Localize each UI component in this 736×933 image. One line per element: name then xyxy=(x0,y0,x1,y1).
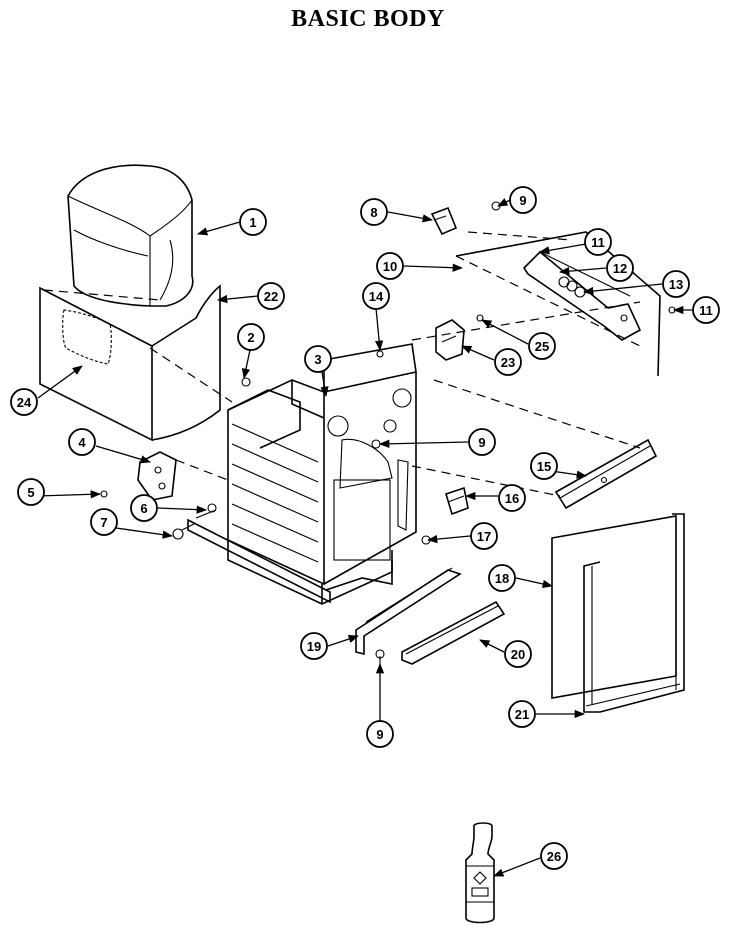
callout-label: 16 xyxy=(505,491,519,506)
callout-11: 11 xyxy=(584,228,612,256)
touch-up-paint-can xyxy=(465,822,495,924)
callout-label: 17 xyxy=(477,529,491,544)
callout-7: 7 xyxy=(90,508,118,536)
bracket-part xyxy=(137,451,229,501)
callout-label: 11 xyxy=(699,303,713,318)
callout-16: 16 xyxy=(498,484,526,512)
callout-5: 5 xyxy=(17,478,45,506)
callout-label: 25 xyxy=(535,339,549,354)
callout-label: 10 xyxy=(383,259,397,274)
callout-19: 19 xyxy=(300,632,328,660)
liner-bag-part xyxy=(67,164,194,307)
bottom-rail-part xyxy=(172,503,331,604)
callout-label: 21 xyxy=(515,707,529,722)
callout-label: 19 xyxy=(307,639,321,654)
callout-label: 7 xyxy=(100,515,107,530)
door-part xyxy=(551,513,685,713)
callout-label: 8 xyxy=(370,205,377,220)
callout-21: 21 xyxy=(508,700,536,728)
callout-1: 1 xyxy=(239,208,267,236)
main-body-part xyxy=(227,343,417,605)
callout-label: 9 xyxy=(478,435,485,450)
callout-label: 26 xyxy=(547,849,561,864)
insulation-panel-part xyxy=(39,284,233,442)
top-trim-part xyxy=(411,379,658,510)
callout-label: 24 xyxy=(17,395,32,410)
callout-label: 18 xyxy=(495,571,509,586)
callout-label: 22 xyxy=(264,289,278,304)
callout-10: 10 xyxy=(376,252,404,280)
callout-26: 26 xyxy=(540,842,568,870)
callout-13: 13 xyxy=(662,270,690,298)
callout-label: 1 xyxy=(249,215,256,230)
callout-label: 9 xyxy=(519,193,526,208)
callout-3: 3 xyxy=(304,345,332,373)
callout-2: 2 xyxy=(237,323,265,351)
callout-label: 14 xyxy=(369,289,384,304)
callout-9: 9 xyxy=(366,720,394,748)
callout-label: 4 xyxy=(78,435,86,450)
side-clip-part xyxy=(445,486,469,516)
callout-4: 4 xyxy=(68,428,96,456)
callout-25: 25 xyxy=(528,332,556,360)
callout-9: 9 xyxy=(509,186,537,214)
diagram-title: BASIC BODY xyxy=(291,6,445,32)
callout-label: 3 xyxy=(314,352,321,367)
callout-24: 24 xyxy=(10,388,38,416)
callout-8: 8 xyxy=(360,198,388,226)
callout-14: 14 xyxy=(362,282,390,310)
callout-label: 11 xyxy=(591,235,605,250)
callout-22: 22 xyxy=(257,282,285,310)
callout-9: 9 xyxy=(468,428,496,456)
callout-23: 23 xyxy=(494,348,522,376)
callout-12: 12 xyxy=(606,254,634,282)
callout-label: 13 xyxy=(669,277,683,292)
callout-label: 6 xyxy=(140,501,147,516)
callout-11: 11 xyxy=(692,296,720,324)
callout-label: 23 xyxy=(501,355,515,370)
callout-17: 17 xyxy=(470,522,498,550)
callout-18: 18 xyxy=(488,564,516,592)
callout-15: 15 xyxy=(530,452,558,480)
callout-label: 15 xyxy=(537,459,551,474)
callout-label: 20 xyxy=(511,647,525,662)
callout-label: 9 xyxy=(376,727,383,742)
callout-label: 2 xyxy=(247,330,254,345)
bottom-trim-part xyxy=(355,567,506,665)
callout-6: 6 xyxy=(130,494,158,522)
callout-label: 12 xyxy=(613,261,627,276)
callout-20: 20 xyxy=(504,640,532,668)
callout-label: 5 xyxy=(27,485,34,500)
